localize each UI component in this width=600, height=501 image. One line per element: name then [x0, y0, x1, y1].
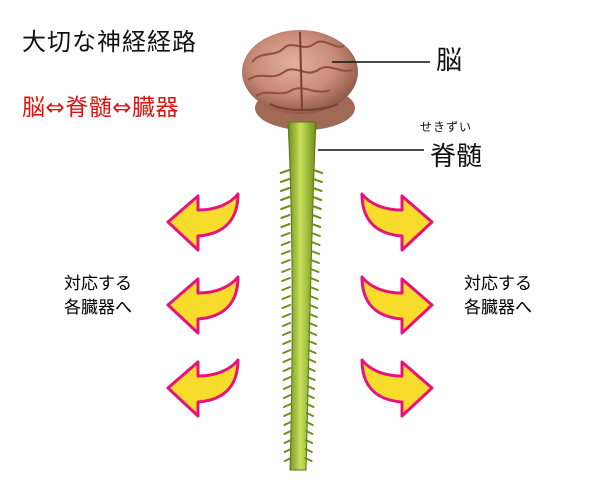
nerve-root	[309, 286, 319, 291]
nerve-root	[305, 412, 315, 417]
page-title: 大切な神経経路	[22, 28, 197, 56]
spinal-cord-illustration	[279, 121, 324, 471]
nerve-root	[281, 322, 292, 327]
nerve-root	[308, 313, 318, 318]
nerve-root	[308, 304, 319, 309]
nerve-root	[306, 367, 316, 372]
nerve-root	[282, 376, 292, 381]
nerve-root	[304, 457, 313, 462]
nerve-root	[280, 232, 291, 237]
nerve-root	[280, 223, 291, 228]
right-arrow-2	[360, 275, 434, 335]
nerve-root	[280, 241, 291, 246]
nerve-root	[283, 421, 292, 426]
right-arrow-1	[360, 192, 434, 252]
nerve-root	[311, 214, 322, 219]
pathway-relation: 脳⇔脊髄⇔臓器	[22, 95, 180, 121]
nerve-root	[306, 394, 315, 399]
nerve-root	[283, 412, 292, 417]
nerve-root	[280, 205, 291, 210]
nerve-root	[279, 187, 291, 192]
nerve-root	[283, 430, 292, 435]
nerve-root	[309, 268, 320, 273]
nerve-root	[307, 331, 318, 336]
nerve-root	[279, 178, 291, 183]
brain-label: 脳	[436, 46, 463, 76]
nerve-root	[309, 277, 320, 282]
nerve-root	[310, 232, 321, 237]
right-arrow-3	[360, 358, 434, 418]
nerve-root	[280, 259, 291, 264]
left-arrow-3	[166, 358, 240, 418]
nerve-root	[306, 376, 316, 381]
nerve-root	[307, 340, 317, 345]
nerve-root	[308, 322, 318, 327]
nerve-root	[305, 403, 315, 408]
nerve-root	[282, 394, 292, 399]
nerve-root	[281, 286, 291, 291]
nerve-root	[281, 295, 291, 300]
nerve-root	[282, 340, 292, 345]
nerve-root	[306, 385, 316, 390]
nerve-root	[282, 331, 292, 336]
spinal-cord-ruby: せきずい	[420, 120, 473, 134]
nerve-root	[304, 448, 313, 453]
nerve-root	[310, 259, 320, 264]
nerve-root	[282, 367, 292, 372]
left-arrow-1	[166, 192, 240, 252]
organs-left-line-1: 対応する	[64, 274, 132, 294]
nerve-root	[283, 457, 292, 462]
nerve-root	[280, 250, 291, 255]
nerve-root	[282, 385, 292, 390]
nerve-root	[281, 304, 292, 309]
nerve-root	[311, 223, 322, 228]
nerve-root	[312, 187, 323, 192]
nerve-root	[282, 358, 292, 363]
nerve-root	[307, 349, 317, 354]
nerve-root	[279, 169, 291, 174]
organs-left-line-2: 各臓器へ	[64, 298, 132, 318]
nerve-root	[283, 448, 292, 453]
nerve-root	[311, 196, 323, 201]
nerve-root	[310, 250, 321, 255]
nerve-root	[280, 214, 291, 219]
nerve-root	[311, 205, 322, 210]
nerve-root	[281, 268, 291, 273]
organs-right-line-1: 対応する	[464, 274, 532, 294]
organs-label-right: 対応する 各臓器へ	[448, 272, 548, 320]
spinal-cord-label: 脊髄	[430, 142, 483, 172]
nerve-root	[305, 421, 314, 426]
organs-right-line-2: 各臓器へ	[464, 298, 532, 318]
nerve-root	[281, 277, 291, 282]
nerve-root	[310, 241, 321, 246]
nerve-root	[312, 169, 324, 174]
brain-illustration	[242, 30, 358, 130]
nerve-root	[280, 196, 291, 201]
nerve-root	[283, 403, 292, 408]
left-arrow-2	[166, 275, 240, 335]
nerve-root	[307, 358, 317, 363]
nerve-root	[281, 313, 292, 318]
nerve-root	[283, 439, 292, 444]
nerve-root	[304, 439, 314, 444]
nerve-root	[312, 178, 323, 183]
organs-label-left: 対応する 各臓器へ	[48, 272, 148, 320]
nerve-root	[305, 430, 314, 435]
nerve-root	[282, 349, 292, 354]
nerve-root	[309, 295, 319, 300]
